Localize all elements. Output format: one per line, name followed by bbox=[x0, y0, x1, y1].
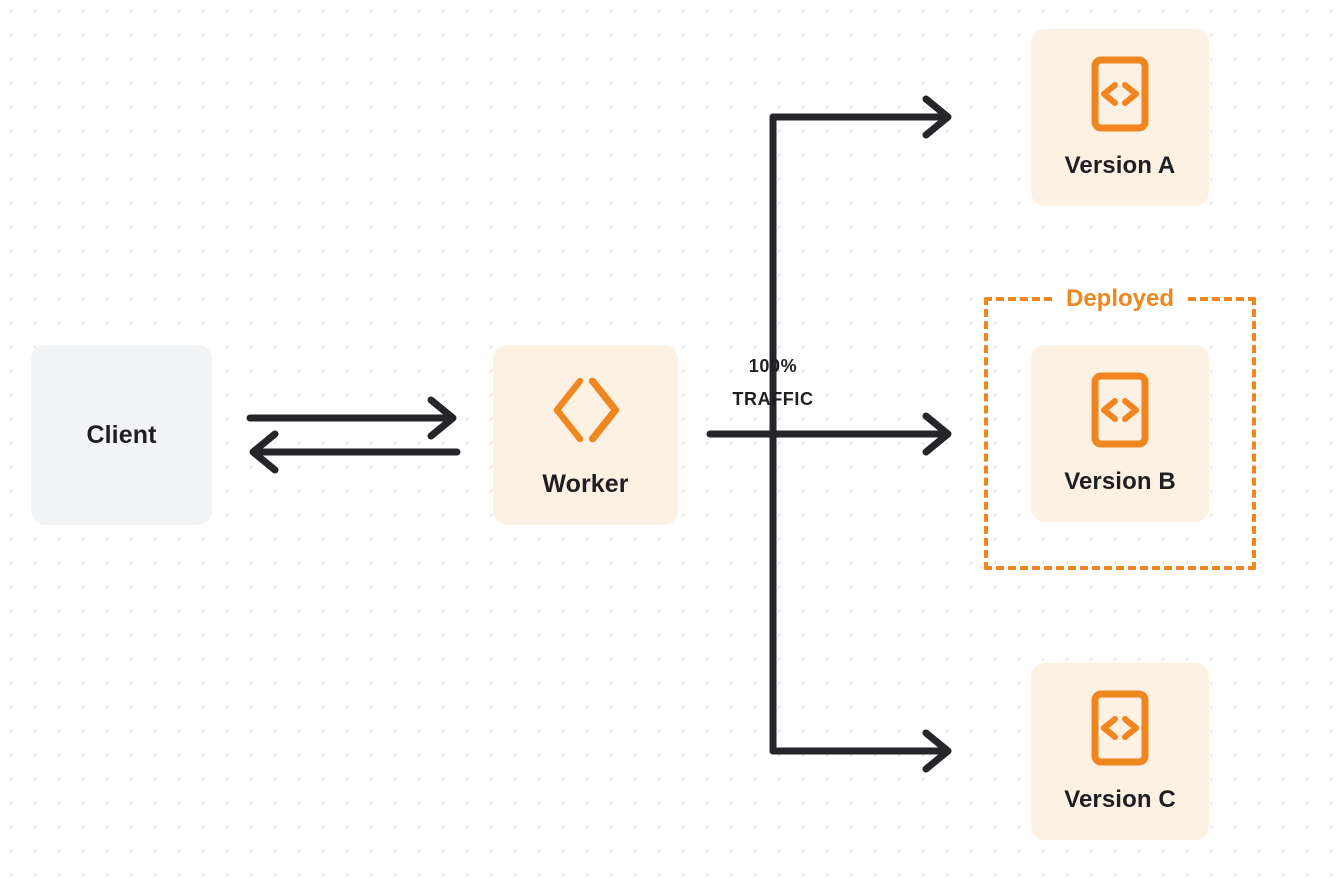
node-version-c-label: Version C bbox=[1064, 785, 1176, 813]
traffic-annotation: 100% TRAFFIC bbox=[678, 350, 868, 416]
code-brackets-icon bbox=[1091, 690, 1149, 766]
deployed-group: Deployed bbox=[984, 284, 1256, 570]
traffic-caption: TRAFFIC bbox=[732, 389, 814, 409]
connector-worker-to-client bbox=[249, 430, 461, 474]
node-client-label: Client bbox=[86, 420, 157, 449]
connector-client-to-worker bbox=[246, 396, 457, 440]
traffic-percent: 100% bbox=[748, 356, 798, 376]
node-version-a[interactable]: Version A bbox=[1031, 29, 1209, 206]
code-brackets-icon bbox=[1091, 56, 1149, 132]
deployed-group-label: Deployed bbox=[1053, 284, 1187, 314]
node-version-a-label: Version A bbox=[1064, 151, 1176, 179]
node-worker-label: Worker bbox=[542, 469, 629, 498]
node-worker[interactable]: Worker bbox=[493, 345, 678, 525]
node-version-c[interactable]: Version C bbox=[1031, 663, 1209, 840]
cloudflare-workers-icon bbox=[548, 372, 624, 448]
node-version-b[interactable]: Version B bbox=[1031, 345, 1209, 522]
node-client[interactable]: Client bbox=[31, 345, 212, 525]
connector-worker-to-version-a bbox=[769, 95, 952, 139]
connector-worker-to-version-c bbox=[769, 729, 952, 773]
connector-worker-to-version-b bbox=[706, 412, 952, 456]
node-version-b-label: Version B bbox=[1064, 467, 1176, 495]
code-brackets-icon bbox=[1091, 372, 1149, 448]
